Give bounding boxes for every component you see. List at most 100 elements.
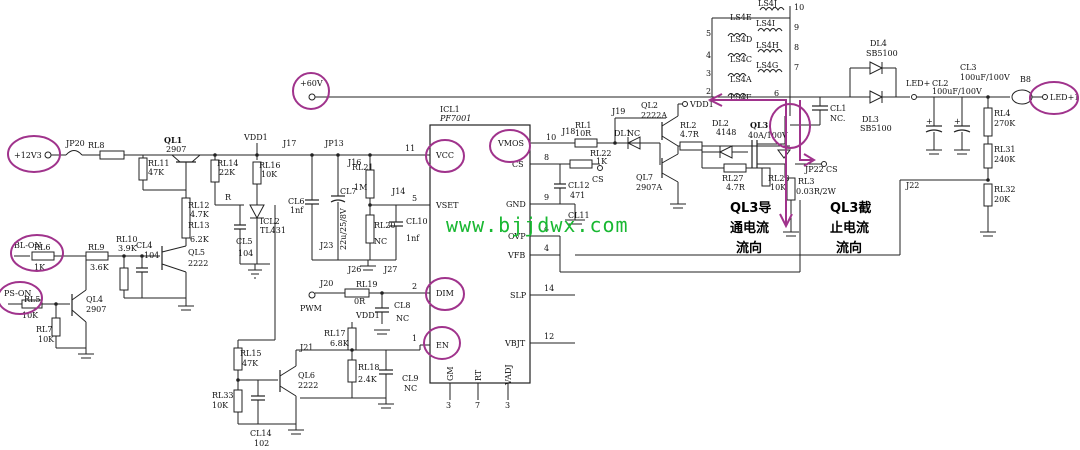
rl1-value: 10R — [575, 129, 592, 138]
rl17-label: RL17 — [324, 329, 346, 338]
coil-ls4c: LS4C — [730, 55, 752, 64]
rl11-label: RL11 — [148, 159, 170, 168]
j19-label: J19 — [611, 107, 625, 116]
rl33-value: 10K — [212, 401, 229, 410]
highlight-led-out — [1029, 81, 1079, 115]
feedback-wires — [559, 200, 900, 273]
pin-num-vcc: 11 — [405, 144, 415, 153]
ic-pf7001: ICL1 PF7001 11 VCC 5 VSET 2 DIM 1 EN 10 … — [405, 105, 575, 410]
pin-gm: GM — [446, 366, 455, 381]
rl22-label: RL22 — [590, 149, 612, 158]
cs-label-a: CS — [592, 175, 604, 184]
coil-pin-r-9: 9 — [794, 23, 799, 32]
rl12-label: RL12 — [188, 201, 210, 210]
jp22-label: JP22 — [804, 165, 824, 174]
rl20-label: RL20 — [374, 221, 396, 230]
pwm-dim-section: J20 PWM RL19 0R CL8 NC — [300, 279, 420, 335]
pin-vmos-label: VMOS — [497, 139, 524, 148]
pin-num-gm: 3 — [446, 401, 451, 410]
rl15-value: 47K — [242, 359, 259, 368]
j23-label: J23 — [319, 241, 333, 250]
cl8-label: CL8 — [394, 301, 411, 310]
coil-ls4j: LS4J — [758, 0, 777, 8]
rl10-value: 3.9K — [118, 244, 138, 253]
pin-vbjt: VBJT — [504, 339, 526, 348]
annotation-ql3-off-line1: QL3截 — [830, 200, 871, 216]
annotation-ql3-on-line3: 流向 — [736, 240, 762, 256]
cl11-label: CL11 — [568, 211, 590, 220]
rl22-value: 1K — [596, 157, 608, 166]
en-section: VDD1 RL17 6.8K RL18 2.4K CL9 NC — [238, 205, 420, 409]
pin-ovp: OVP — [508, 232, 526, 241]
pin-rt: RT — [474, 369, 483, 381]
cl6-label: CL6 — [288, 197, 305, 206]
rl5-label: RL5 — [24, 295, 40, 304]
rl19-value: 0R — [354, 297, 366, 306]
cl2-value: 100uF/100V — [932, 87, 982, 96]
svg-text:+: + — [954, 117, 961, 126]
ql5-value: 2222 — [188, 259, 208, 268]
cs-label-b: CS — [826, 165, 838, 174]
rl21-value: 1M — [354, 183, 367, 192]
ql2-label: QL2 — [641, 101, 658, 110]
annotation-ql3-on-line1: QL3导 — [730, 201, 771, 216]
annotation-ql3-off-line3: 流向 — [836, 240, 862, 256]
rl14-value: 22K — [219, 168, 236, 177]
pin-num-vadj: 3 — [505, 401, 510, 410]
rl27-value: 4.7R — [726, 183, 746, 192]
cl12-value: 471 — [570, 191, 585, 200]
coil-ls4f: LS4F — [730, 93, 752, 102]
ql6-label: QL6 — [298, 371, 315, 380]
highlight-vmos — [489, 129, 531, 163]
cl1-value: NC. — [830, 114, 845, 123]
rl11-value: 47K — [148, 168, 165, 177]
pin-num-vmos: 10 — [546, 133, 556, 142]
rl20-value: NC — [374, 237, 387, 246]
rl2-value: 4.7R — [680, 130, 700, 139]
ql1-label: QL1 — [164, 135, 182, 145]
cl6-value: 1nf — [290, 206, 304, 215]
rl21-label: RL21 — [352, 163, 374, 172]
pin-vfb: VFB — [507, 251, 525, 260]
j17-label: J17 — [282, 139, 296, 148]
cl7-label: CL7 — [340, 187, 357, 196]
rl1-label: RL1 — [575, 121, 591, 130]
coil-pin-r-7: 7 — [794, 63, 799, 72]
vdd1-label-b: VDD1 — [355, 311, 380, 320]
ic-part-label: PF7001 — [439, 114, 471, 123]
ql6-value: 2222 — [298, 381, 318, 390]
pin-num-vfb: 4 — [544, 244, 549, 253]
driver-section: J18 RL1 10R RL22 1K CS CL12 471 CL11 J19… — [554, 97, 847, 237]
pin-gnd: GND — [506, 200, 526, 209]
cl10-value: 1nf — [406, 234, 420, 243]
dl3-label: DL3 — [862, 115, 879, 124]
pin-en: EN — [436, 341, 449, 350]
rl6-value: 1K — [34, 263, 46, 272]
rl27-label: RL27 — [722, 174, 744, 183]
highlight-marks — [0, 72, 1079, 360]
coil-section: 10 LS4J LS4I 9 LS4E LS4H 8 LS4D 5 LS4G 7… — [706, 0, 850, 116]
pin-num-slp: 14 — [544, 284, 554, 293]
coil-pin-r-6: 6 — [774, 89, 779, 98]
coil-ls4h: LS4H — [756, 41, 779, 50]
rl18-label: RL18 — [358, 363, 380, 372]
rl3-label: RL3 — [798, 177, 814, 186]
input-ps-on-label: PS-ON — [4, 289, 31, 298]
ps-on-section: PS-ON RL5 10K RL7 10K QL4 2907 — [4, 256, 106, 359]
pin-num-en: 1 — [412, 334, 417, 343]
watermark-text: www.bjjdwx.com — [446, 213, 629, 237]
v60-rail: +60V — [300, 79, 760, 101]
dl2-label: DL2 — [712, 119, 729, 128]
rl15-label: RL15 — [240, 349, 262, 358]
coil-pin-r-8: 8 — [794, 43, 799, 52]
ql7-value: 2907A — [636, 183, 662, 192]
coil-pin-l-3: 3 — [706, 69, 711, 78]
cl5-value: 104 — [238, 249, 253, 258]
coil-pin-l-2: 2 — [706, 87, 711, 96]
rl31-value: 240K — [994, 155, 1016, 164]
cl10-label: CL10 — [406, 217, 428, 226]
input-12v-label: +12V3 — [14, 151, 42, 160]
input-pwm-label: PWM — [300, 304, 322, 313]
dl1-value: NC — [627, 129, 640, 138]
highlight-60v — [292, 72, 330, 110]
